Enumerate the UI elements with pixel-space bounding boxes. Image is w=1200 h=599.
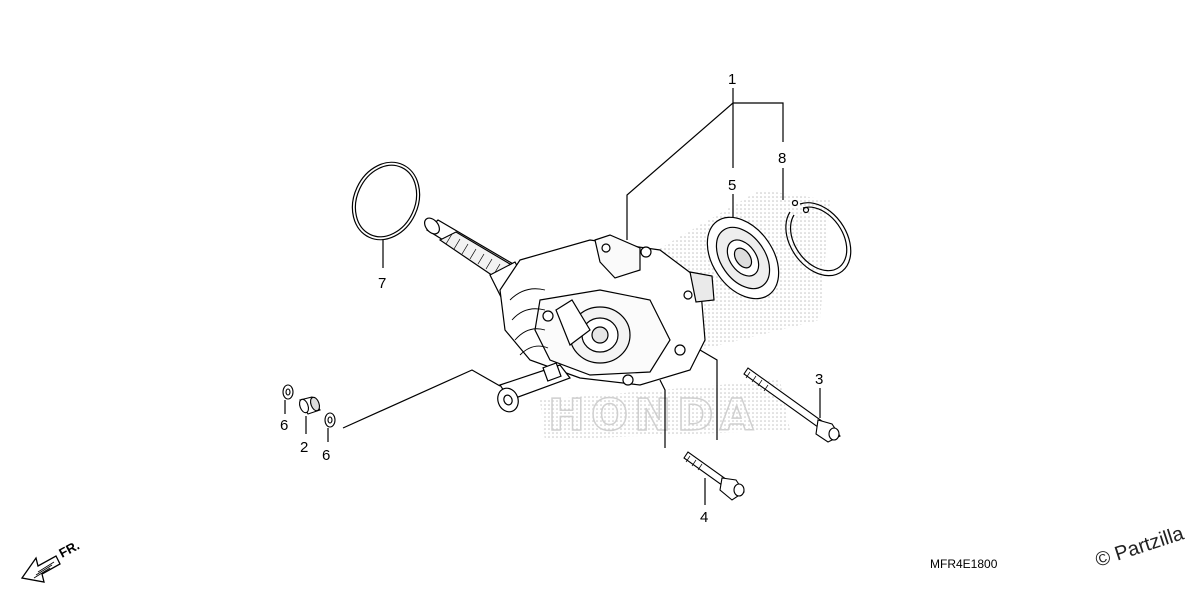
washer-right <box>324 412 336 428</box>
callout-4: 4 <box>700 509 708 526</box>
circlip <box>785 199 852 277</box>
dowel-pin <box>298 396 321 415</box>
diagram-code: MFR4E1800 <box>930 557 998 571</box>
shift-arm <box>497 299 591 413</box>
leader-1-to-8 <box>733 102 784 142</box>
callout-6-right: 6 <box>322 447 330 464</box>
front-arrow: FR. <box>20 538 82 583</box>
callout-6-left: 6 <box>280 417 288 434</box>
copyright-watermark: © Partzilla <box>1093 522 1188 571</box>
callout-3: 3 <box>815 371 823 388</box>
callout-7: 7 <box>378 275 386 292</box>
callout-1: 1 <box>728 71 736 88</box>
leader-shift-arm <box>342 369 501 429</box>
callout-5: 5 <box>728 177 736 194</box>
leader-lines <box>284 88 821 505</box>
bolt-short <box>683 451 745 501</box>
arrow-icon <box>20 555 61 583</box>
callout-8: 8 <box>778 150 786 167</box>
o-ring <box>351 161 421 241</box>
bolt-long <box>743 367 841 443</box>
final-drive-assembly <box>424 217 715 386</box>
leader-1 <box>626 88 734 240</box>
callouts: 1 5 8 7 3 4 2 6 6 <box>280 71 823 526</box>
direction-label: FR. <box>56 538 82 561</box>
washer-left <box>282 384 294 400</box>
bearing <box>706 216 780 300</box>
callout-2: 2 <box>300 439 308 456</box>
watermark-text: HONDA <box>548 390 760 441</box>
leader-bolt-a <box>699 349 718 440</box>
leader-bolt-b <box>659 379 666 448</box>
